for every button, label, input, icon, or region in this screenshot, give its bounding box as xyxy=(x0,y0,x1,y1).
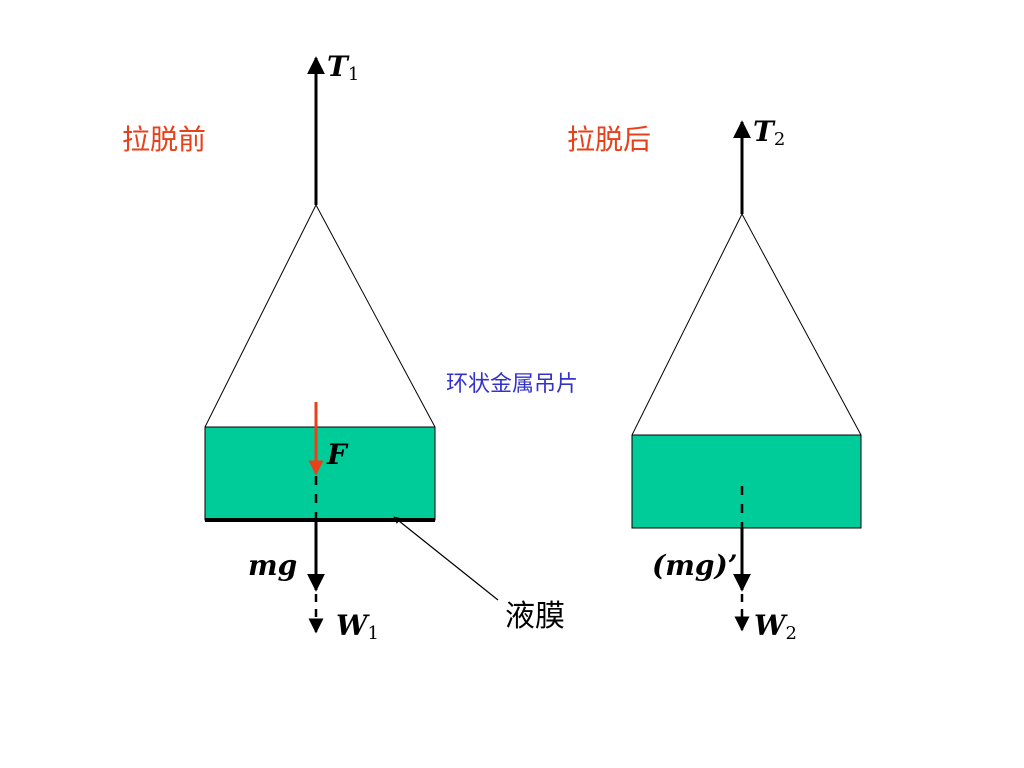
label-f: F xyxy=(326,438,349,471)
suspension-string-left xyxy=(204,204,317,428)
metal-plate-before xyxy=(204,426,436,521)
heading-before: 拉脱前 xyxy=(122,123,206,156)
liquid-film-pointer xyxy=(393,516,499,601)
heading-after: 拉脱后 xyxy=(567,123,651,156)
label-mg-prime: (mg)’ xyxy=(652,549,737,582)
label-liquid-film: 液膜 xyxy=(505,599,565,634)
suspension-string-right-2 xyxy=(741,213,862,436)
label-t2: T2 xyxy=(753,115,785,150)
after-diagram: 拉脱后 T2 (mg)’ W2 xyxy=(567,115,862,644)
suspension-string-right xyxy=(315,204,436,428)
label-w2: W2 xyxy=(754,609,797,644)
suspension-string-left-2 xyxy=(631,213,743,436)
metal-plate-after xyxy=(631,434,862,529)
label-w1: W1 xyxy=(336,609,379,644)
before-diagram: 拉脱前 T1 F mg W1 液膜 xyxy=(122,50,565,644)
label-t1: T1 xyxy=(327,50,359,85)
label-ring-plate: 环状金属吊片 xyxy=(446,372,578,397)
label-mg: mg xyxy=(248,549,297,582)
